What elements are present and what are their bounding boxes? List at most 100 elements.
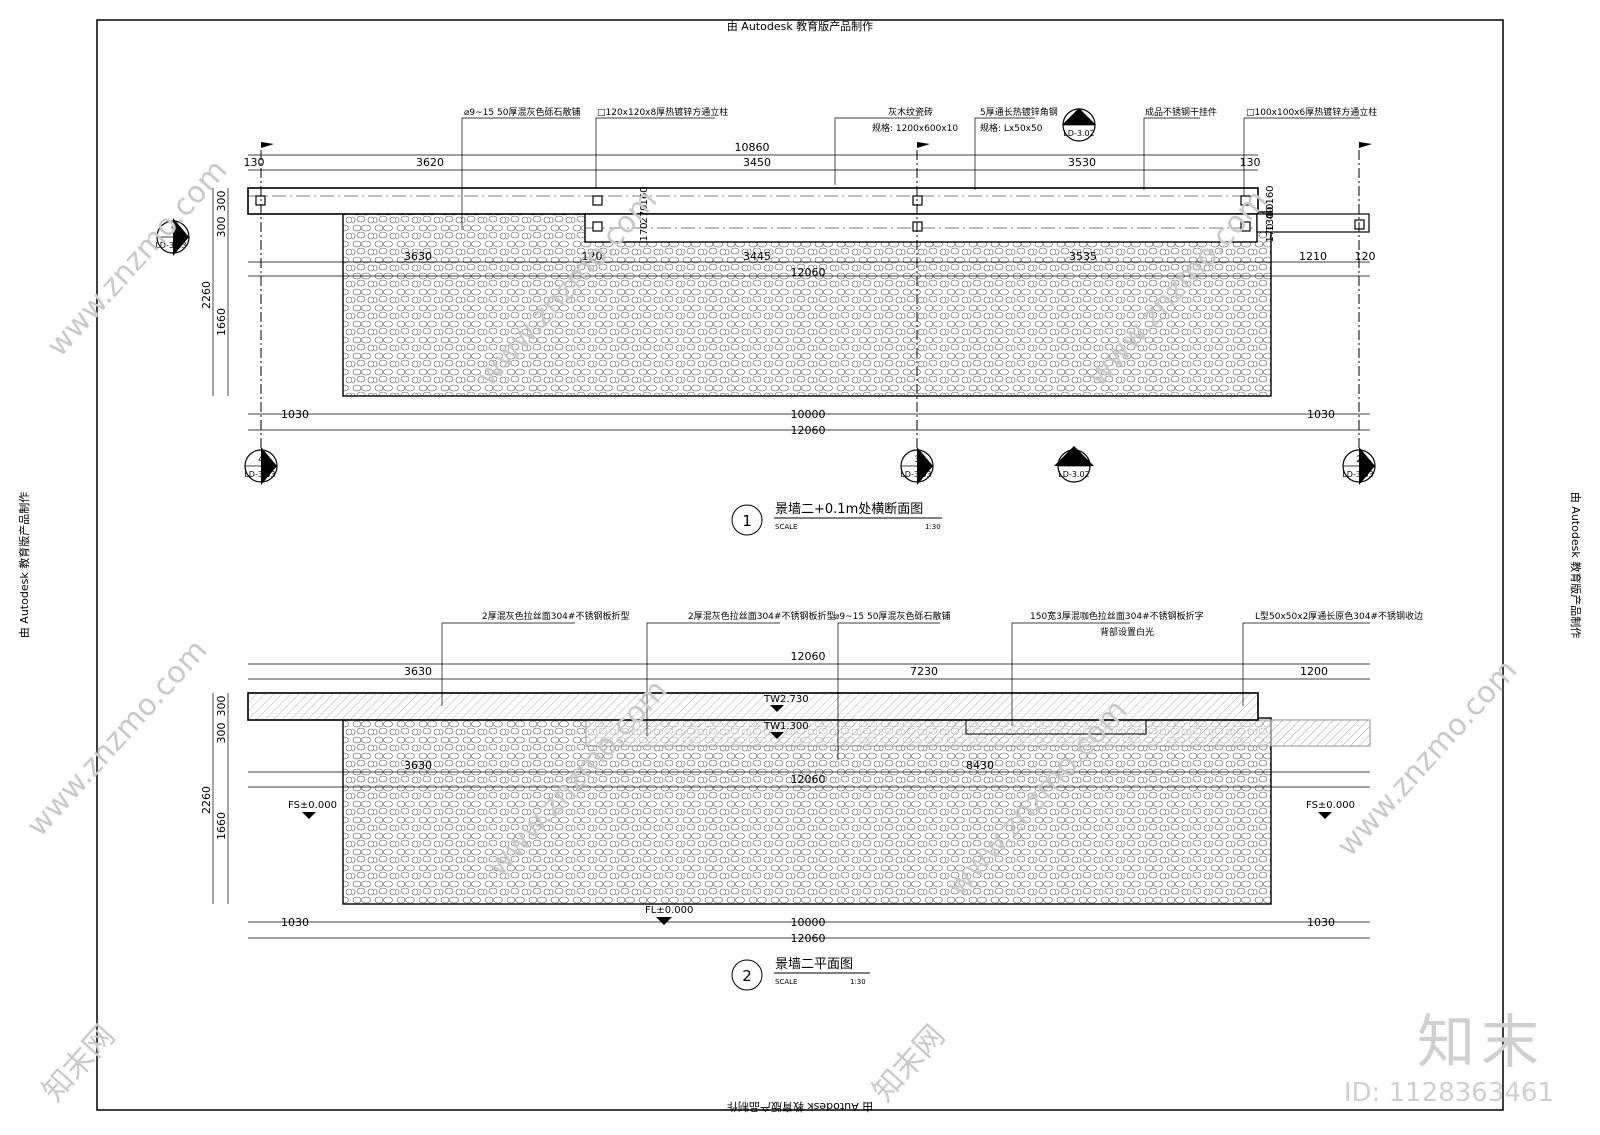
svg-text:2: 2 <box>742 967 752 985</box>
svg-text:2: 2 <box>1076 114 1082 124</box>
section-marker[interactable]: 2 LD-3.03 <box>1342 447 1376 485</box>
svg-text:灰木纹瓷砖: 灰木纹瓷砖 <box>888 106 933 118</box>
svg-text:1030: 1030 <box>281 916 309 929</box>
svg-text:12060: 12060 <box>791 650 826 663</box>
wall-top-band <box>247 187 1259 215</box>
svg-text:120: 120 <box>1355 250 1376 263</box>
svg-text:LD-3.03: LD-3.03 <box>1342 470 1373 479</box>
svg-text:7230: 7230 <box>910 665 938 678</box>
section-marker[interactable]: 1 LD-3.03 <box>155 218 190 256</box>
svg-text:130: 130 <box>1265 212 1276 231</box>
svg-text:1210: 1210 <box>1299 250 1327 263</box>
svg-text:3630: 3630 <box>404 250 432 263</box>
post <box>1240 195 1251 206</box>
svg-text:L型50x50x2厚通长原色304#不锈钢收边: L型50x50x2厚通长原色304#不锈钢收边 <box>1255 610 1423 622</box>
svg-text:1: 1 <box>742 512 752 530</box>
edu-stamp-right: 由 Autodesk 教育版产品制作 <box>1569 492 1583 638</box>
svg-text:4: 4 <box>258 455 264 465</box>
plan2-title-block: 2 景墙二平面图 SCALE 1:30 <box>731 957 870 991</box>
section-marker[interactable]: 2 LD-3.02 <box>1062 108 1096 142</box>
svg-text:1030: 1030 <box>1307 408 1335 421</box>
svg-text:2厚混灰色拉丝面304#不锈钢板折型: 2厚混灰色拉丝面304#不锈钢板折型 <box>688 610 835 622</box>
svg-text:1: 1 <box>170 226 176 236</box>
svg-text:300: 300 <box>215 696 228 717</box>
svg-text:1660: 1660 <box>215 308 228 336</box>
svg-text:150宽3厚混咖色拉丝面304#不锈钢板折字: 150宽3厚混咖色拉丝面304#不锈钢板折字 <box>1030 610 1204 622</box>
svg-text:10860: 10860 <box>735 141 770 154</box>
svg-text:1:30: 1:30 <box>850 978 866 986</box>
svg-text:12060: 12060 <box>791 932 826 945</box>
section-marker[interactable]: 4 LD-3.03 <box>244 447 278 485</box>
svg-text:LD-3.03: LD-3.03 <box>900 470 931 479</box>
svg-text:成品不锈钢干挂件: 成品不锈钢干挂件 <box>1145 106 1217 118</box>
svg-text:5厚通长热镀锌角钢: 5厚通长热镀锌角钢 <box>980 106 1058 118</box>
svg-text:2260: 2260 <box>200 281 213 309</box>
svg-text:170: 170 <box>639 222 650 241</box>
svg-text:1660: 1660 <box>215 812 228 840</box>
brand-logo: 知末 <box>1416 1008 1545 1076</box>
svg-text:130: 130 <box>244 156 265 169</box>
post <box>592 195 603 206</box>
svg-text:10000: 10000 <box>791 916 826 929</box>
svg-text:⌀9~15 50厚混灰色砾石散铺: ⌀9~15 50厚混灰色砾石散铺 <box>834 610 950 622</box>
svg-text:TW2.730: TW2.730 <box>763 694 809 705</box>
svg-text:FS±0.000: FS±0.000 <box>288 800 337 811</box>
svg-text:1200: 1200 <box>1300 665 1328 678</box>
svg-text:3620: 3620 <box>416 156 444 169</box>
svg-text:300: 300 <box>215 217 228 238</box>
svg-text:规格: Lx50x50: 规格: Lx50x50 <box>980 122 1043 134</box>
svg-text:12060: 12060 <box>791 266 826 279</box>
svg-text:300: 300 <box>215 191 228 212</box>
svg-text:3530: 3530 <box>1068 156 1096 169</box>
plan1-title: 景墙二+0.1m处横断面图 <box>775 502 923 517</box>
svg-text:12060: 12060 <box>791 424 826 437</box>
plan2-drawing: 12060 3630 7230 1200 3630 8430 12060 300… <box>200 610 1423 945</box>
svg-text:3535: 3535 <box>1069 250 1097 263</box>
svg-text:LD-3.02: LD-3.02 <box>1058 470 1089 479</box>
plan2-title: 景墙二平面图 <box>775 957 853 972</box>
svg-text:300: 300 <box>215 723 228 744</box>
svg-text:LD-3.03: LD-3.03 <box>244 470 275 479</box>
svg-text:□120x120x8厚热镀锌方通立柱: □120x120x8厚热镀锌方通立柱 <box>597 106 728 118</box>
svg-text:FS±0.000: FS±0.000 <box>1306 800 1355 811</box>
svg-text:2260: 2260 <box>200 786 213 814</box>
svg-text:规格: 1200x600x10: 规格: 1200x600x10 <box>872 122 958 134</box>
svg-text:60: 60 <box>1265 204 1276 217</box>
svg-text:270: 270 <box>639 204 650 223</box>
svg-text:40: 40 <box>1265 207 1276 220</box>
svg-text:3: 3 <box>914 455 920 465</box>
svg-text:1030: 1030 <box>281 408 309 421</box>
post <box>592 221 603 232</box>
svg-text:130: 130 <box>1240 156 1261 169</box>
svg-text:1030: 1030 <box>1307 916 1335 929</box>
svg-text:⌀9~15 50厚混灰色砾石散铺: ⌀9~15 50厚混灰色砾石散铺 <box>464 106 580 118</box>
plan1-drawing: 10860 130 3620 3450 3530 130 3630 120 34… <box>200 106 1377 460</box>
section-marker[interactable]: 3 LD-3.03 <box>900 447 934 485</box>
edu-stamp-top: 由 Autodesk 教育版产品制作 <box>727 19 873 33</box>
edu-stamp-left: 由 Autodesk 教育版产品制作 <box>17 492 31 638</box>
svg-text:10000: 10000 <box>791 408 826 421</box>
svg-text:3450: 3450 <box>743 156 771 169</box>
svg-text:LD-3.02: LD-3.02 <box>1063 129 1094 138</box>
svg-text:1:30: 1:30 <box>925 523 941 531</box>
gravel-area <box>342 717 1272 905</box>
svg-text:SCALE: SCALE <box>775 978 797 986</box>
post <box>1240 221 1251 232</box>
svg-text:FL±0.000: FL±0.000 <box>645 905 693 916</box>
edu-stamp-bottom: 由 Autodesk 教育版产品制作 <box>727 1100 873 1114</box>
svg-text:SCALE: SCALE <box>775 523 797 531</box>
svg-text:160: 160 <box>1265 185 1276 204</box>
svg-text:1: 1 <box>1071 455 1077 465</box>
svg-text:3445: 3445 <box>743 250 771 263</box>
document-id: ID: 1128363461 <box>1343 1078 1554 1108</box>
svg-text:TW1.300: TW1.300 <box>763 721 809 732</box>
svg-text:8430: 8430 <box>966 759 994 772</box>
svg-text:LD-3.03: LD-3.03 <box>155 241 186 250</box>
svg-text:2厚混灰色拉丝面304#不锈钢板折型: 2厚混灰色拉丝面304#不锈钢板折型 <box>482 610 629 622</box>
svg-text:3630: 3630 <box>404 759 432 772</box>
svg-text:背部设置白光: 背部设置白光 <box>1100 626 1154 638</box>
svg-text:□100x100x6厚热镀锌方通立柱: □100x100x6厚热镀锌方通立柱 <box>1246 106 1377 118</box>
svg-text:170: 170 <box>1265 223 1276 242</box>
section-marker[interactable]: 1 LD-3.02 <box>1054 446 1094 483</box>
